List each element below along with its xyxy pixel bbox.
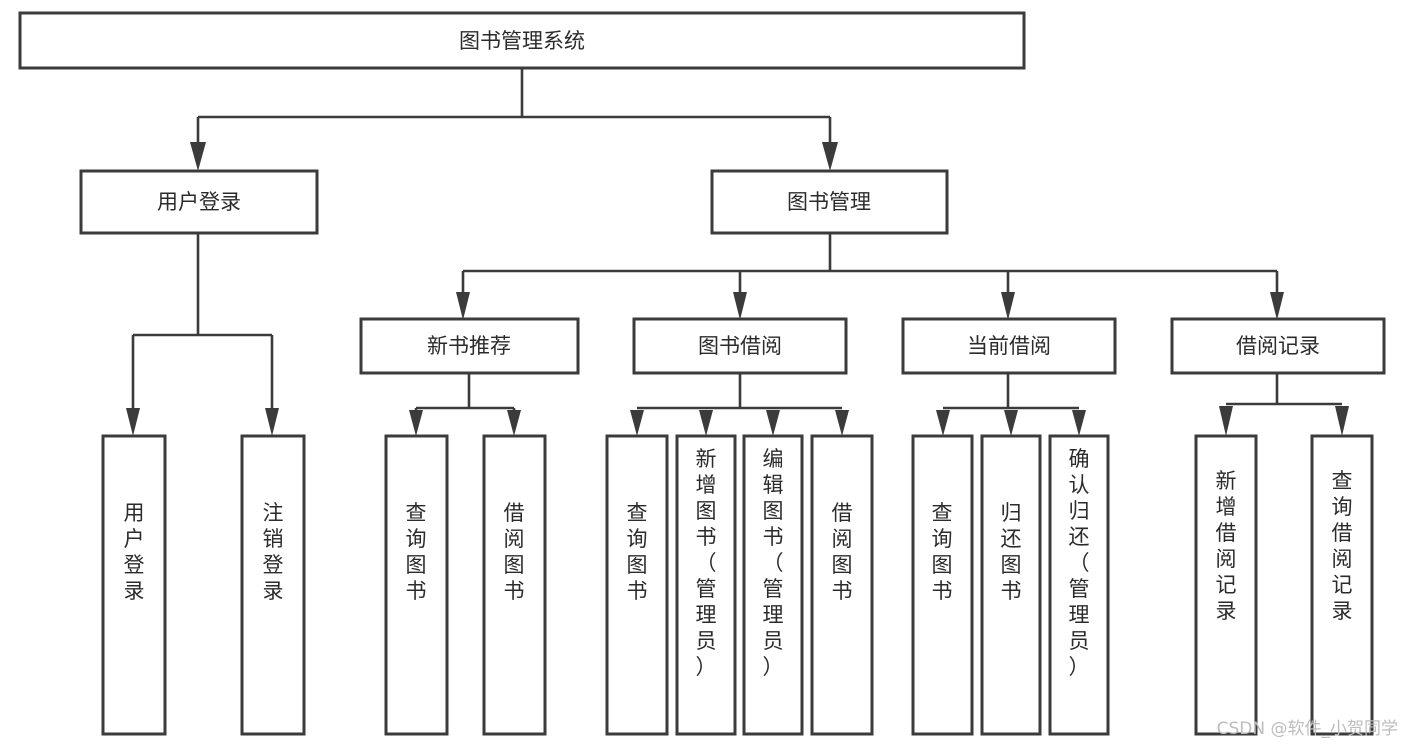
leaf-box[interactable] <box>911 434 974 736</box>
connector-current-borrow-to-leaves <box>936 373 1086 436</box>
node-book-manage[interactable]: 图书管理 <box>710 169 949 235</box>
connector-user-login-to-leaves <box>126 233 279 436</box>
connector-root-to-level1 <box>190 68 838 171</box>
leaf-box[interactable] <box>1310 434 1374 736</box>
arrow-head-icon <box>699 410 713 436</box>
node-leaf-return-book[interactable]: 归还图书 <box>980 434 1042 736</box>
connector-book-borrow-to-leaves <box>630 373 849 436</box>
leaf-label: 借阅图书 <box>832 501 853 603</box>
leaf-box[interactable] <box>482 434 547 736</box>
leaf-box[interactable] <box>810 434 874 736</box>
leaf-label: 查询借阅记录 <box>1332 469 1353 623</box>
leaf-label: 归还图书 <box>1001 501 1022 603</box>
leaf-label: 注销登录 <box>263 501 284 603</box>
node-leaf-borrow-book-1[interactable]: 借阅图书 <box>482 434 547 736</box>
node-borrow-record-label: 借阅记录 <box>1236 334 1320 358</box>
leaf-box[interactable] <box>675 434 737 736</box>
arrow-head-icon <box>265 408 279 436</box>
node-leaf-query-book-3[interactable]: 查询图书 <box>911 434 974 736</box>
leaf-label: 借阅图书 <box>504 501 525 603</box>
arrow-head-icon <box>1001 292 1015 320</box>
leaf-box[interactable] <box>1194 434 1258 736</box>
connector-new-book-recommend-to-leaves <box>409 373 521 436</box>
node-new-book-recommend-label: 新书推荐 <box>427 334 511 358</box>
arrow-head-icon <box>409 410 423 436</box>
node-leaf-query-book-1[interactable]: 查询图书 <box>384 434 449 736</box>
node-leaf-logout-login[interactable]: 注销登录 <box>240 434 306 736</box>
node-borrow-record-box[interactable] <box>1170 317 1386 375</box>
leaf-label: 查询图书 <box>627 501 648 603</box>
connector-book-manage-to-level2 <box>456 233 1284 320</box>
arrow-head-icon <box>1270 292 1284 320</box>
node-current-borrow[interactable]: 当前借阅 <box>901 317 1117 375</box>
node-new-book-recommend-box[interactable] <box>359 317 580 375</box>
node-borrow-record[interactable]: 借阅记录 <box>1170 317 1386 375</box>
arrow-head-icon <box>822 142 838 171</box>
leaf-box[interactable] <box>605 434 669 736</box>
node-root-box[interactable] <box>18 11 1026 70</box>
leaf-label: 确认归还（管理员） <box>1069 447 1090 679</box>
leaf-label: 用户登录 <box>124 501 145 603</box>
leaf-label: 新增借阅记录 <box>1216 469 1237 623</box>
arrow-head-icon <box>766 410 780 436</box>
node-user-login-label: 用户登录 <box>157 190 241 214</box>
node-new-book-recommend[interactable]: 新书推荐 <box>359 317 580 375</box>
node-root-label: 图书管理系统 <box>459 29 585 53</box>
node-leaf-edit-book[interactable]: 编辑图书（管理员） <box>742 434 804 736</box>
arrow-head-icon <box>126 408 140 436</box>
arrow-head-icon <box>733 292 747 320</box>
node-current-borrow-label: 当前借阅 <box>967 334 1051 358</box>
leaf-box[interactable] <box>101 434 167 736</box>
arrow-head-icon <box>936 410 950 436</box>
leaf-box[interactable] <box>384 434 449 736</box>
arrow-head-icon <box>1004 410 1018 436</box>
node-book-borrow-box[interactable] <box>632 317 848 375</box>
node-leaf-query-book-2[interactable]: 查询图书 <box>605 434 669 736</box>
connector-borrow-record-to-leaves <box>1219 373 1349 436</box>
node-current-borrow-box[interactable] <box>901 317 1117 375</box>
leaf-box[interactable] <box>240 434 306 736</box>
arrow-head-icon <box>190 142 206 171</box>
node-user-login-box[interactable] <box>79 169 319 235</box>
node-leaf-add-borrow-record[interactable]: 新增借阅记录 <box>1194 434 1258 736</box>
arrow-head-icon <box>507 410 521 436</box>
leaf-label: 编辑图书（管理员） <box>763 447 784 679</box>
watermark-label: CSDN @软件_小贺同学 <box>1217 719 1398 739</box>
leaf-box[interactable] <box>742 434 804 736</box>
node-book-manage-box[interactable] <box>710 169 949 235</box>
node-leaf-borrow-book-2[interactable]: 借阅图书 <box>810 434 874 736</box>
arrow-head-icon <box>1335 406 1349 436</box>
node-user-login[interactable]: 用户登录 <box>79 169 319 235</box>
node-leaf-confirm-return[interactable]: 确认归还（管理员） <box>1048 434 1110 736</box>
leaf-label: 查询图书 <box>406 501 427 603</box>
arrow-head-icon <box>1072 410 1086 436</box>
leaf-label: 查询图书 <box>932 501 953 603</box>
node-book-manage-label: 图书管理 <box>787 190 871 214</box>
node-book-borrow-label: 图书借阅 <box>698 334 782 358</box>
arrow-head-icon <box>456 292 470 320</box>
node-root[interactable]: 图书管理系统 <box>18 11 1026 70</box>
node-leaf-add-book[interactable]: 新增图书（管理员） <box>675 434 737 736</box>
arrow-head-icon <box>835 410 849 436</box>
leaf-box[interactable] <box>980 434 1042 736</box>
arrow-head-icon <box>630 410 644 436</box>
node-book-borrow[interactable]: 图书借阅 <box>632 317 848 375</box>
leaf-box[interactable] <box>1048 434 1110 736</box>
node-leaf-user-login[interactable]: 用户登录 <box>101 434 167 736</box>
node-leaf-query-borrow-record[interactable]: 查询借阅记录 <box>1310 434 1374 736</box>
arrow-head-icon <box>1219 406 1233 436</box>
leaf-label: 新增图书（管理员） <box>696 447 717 679</box>
